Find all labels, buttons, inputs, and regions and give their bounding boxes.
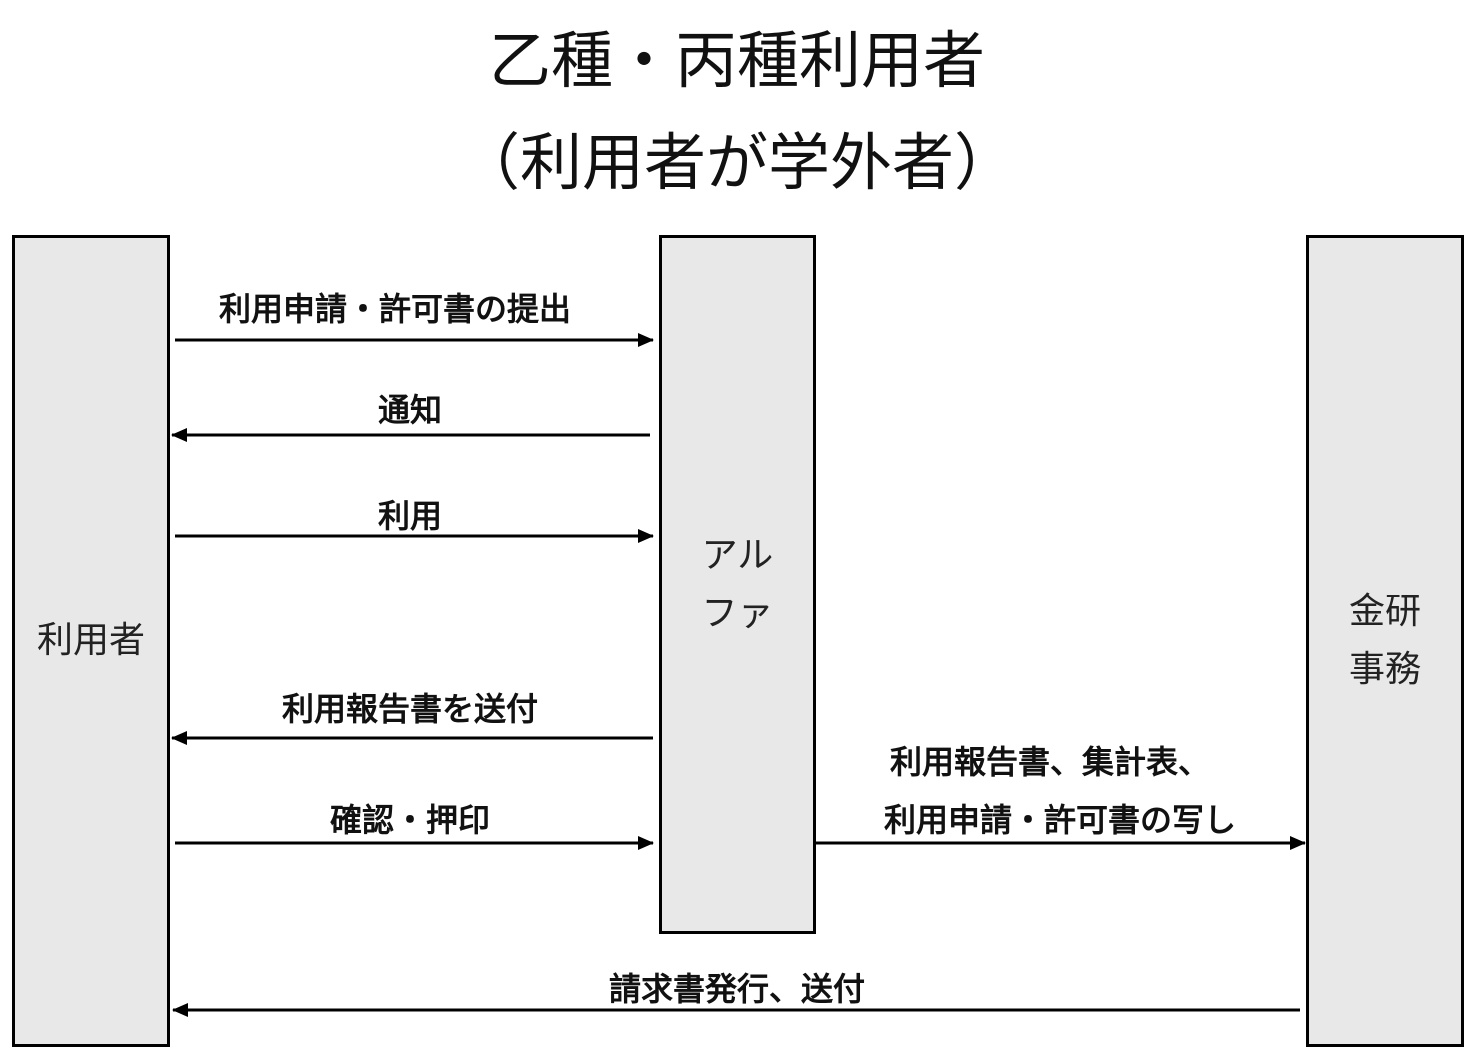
actor-office-label-2: 事務 (1348, 649, 1421, 690)
message-m6-line1: 利用報告書、集計表、 (889, 743, 1211, 781)
actor-user-label: 利用者 (36, 620, 145, 661)
message-m2: 通知 (377, 391, 443, 429)
message-m1: 利用申請・許可書の提出 (218, 290, 572, 328)
message-m4: 利用報告書を送付 (281, 690, 539, 728)
actor-alpha-label-1: アル (701, 534, 774, 576)
actor-user: 利用者 (12, 235, 170, 1047)
actor-office: 金研 事務 (1306, 235, 1464, 1047)
actor-alpha: アル ファ (659, 235, 816, 934)
title-line2: （利用者が学外者） (457, 126, 1016, 199)
message-m5: 確認・押印 (329, 801, 491, 839)
message-m6-line2: 利用申請・許可書の写し (883, 801, 1237, 839)
actor-office-label-1: 金研 (1348, 591, 1421, 632)
message-m3: 利用 (377, 497, 443, 535)
message-m7: 請求書発行、送付 (608, 970, 866, 1008)
title-line1: 乙種・丙種利用者 (488, 24, 985, 97)
actor-alpha-label-2: ファ (701, 592, 774, 634)
